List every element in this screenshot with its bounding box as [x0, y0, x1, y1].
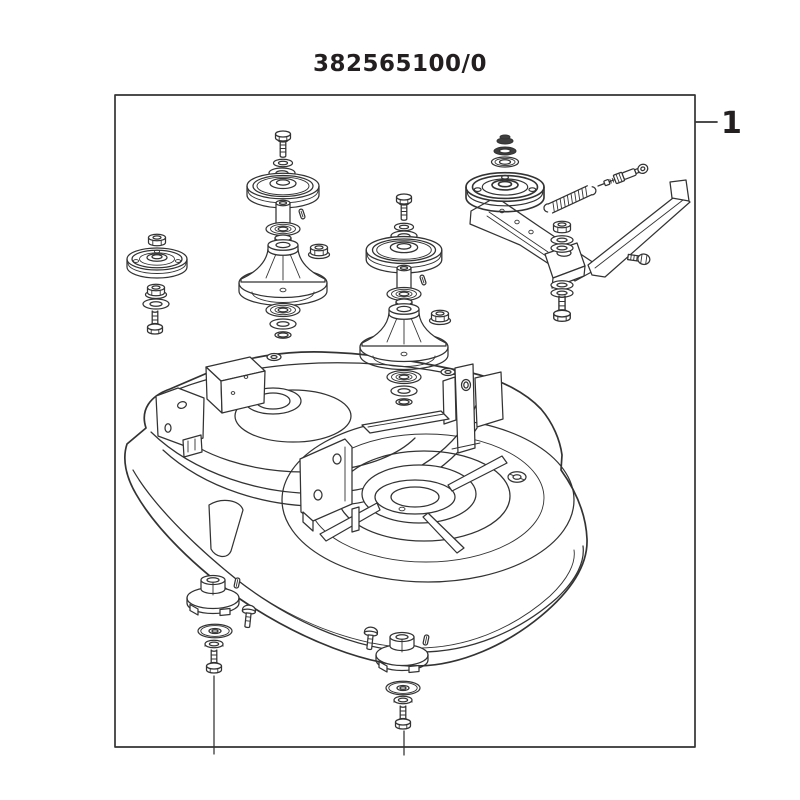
bearing [490, 156, 520, 168]
deck-shell [124, 351, 588, 667]
deck-screw [266, 352, 282, 362]
washer [550, 235, 574, 245]
caster-bracket-assembly-left [186, 574, 257, 755]
flat-idler-pulley [126, 247, 188, 279]
washer [142, 298, 170, 310]
deck-box-bracket [205, 356, 266, 414]
washer [393, 222, 415, 232]
belt-guard-bracket [587, 179, 691, 278]
deck-post [351, 506, 360, 533]
idler-arm-assembly [465, 134, 691, 322]
hex-bolt [395, 193, 413, 221]
shaft-key [297, 208, 307, 220]
page-title: 382565100/0 [313, 51, 487, 77]
hex-bolt [146, 310, 164, 335]
washer [269, 318, 297, 330]
bearing [386, 369, 422, 385]
washer [550, 288, 574, 298]
hex-bolt [274, 130, 292, 158]
hex-bolt [205, 649, 223, 674]
hex-nut [552, 220, 572, 234]
callout-1: 1 [721, 106, 742, 141]
washer [390, 385, 418, 397]
figure-frame [114, 94, 696, 748]
flange-nut [430, 310, 451, 324]
idler-pulley-assembly-left [126, 233, 188, 335]
deck-back-rim [157, 362, 471, 399]
retaining-ring [274, 331, 292, 339]
caster-bracket-assembly-center [362, 625, 430, 756]
retaining-ring [395, 398, 413, 406]
carriage-bolt [240, 603, 257, 629]
cable-adjuster [597, 163, 649, 187]
deck-screw [507, 471, 527, 483]
washer [550, 243, 574, 253]
hex-bolt [394, 705, 412, 730]
flanged-washer [197, 623, 233, 639]
deck-screw [440, 367, 456, 377]
deck-cutout [208, 499, 244, 558]
hex-bolt [553, 295, 571, 322]
washer [550, 280, 574, 290]
flat-idler-pulley [465, 171, 545, 213]
spindle-assembly-center [359, 193, 451, 406]
hex-bolt [627, 253, 651, 266]
deck-dome-left-plateau [234, 389, 352, 443]
washer [272, 158, 294, 168]
deck-spoke [319, 502, 381, 542]
bearing [265, 302, 301, 318]
deck-spoke [422, 512, 465, 554]
deck-spoke [447, 455, 508, 492]
shaft-key [418, 274, 428, 286]
lock-washer [393, 695, 413, 705]
bearing [265, 221, 301, 237]
seal-cap [496, 134, 514, 145]
deck-bracket-left [155, 387, 205, 458]
extension-spring [543, 185, 597, 214]
deck-bracket-right [442, 363, 504, 454]
flanged-washer [385, 680, 421, 696]
hex-nut [147, 233, 167, 247]
lock-washer [204, 639, 224, 649]
seal-ring [493, 146, 517, 156]
deck-bracket-center [299, 438, 353, 532]
flange-nut [309, 244, 330, 258]
flange-nut [146, 284, 167, 298]
spindle-assembly-left [238, 130, 330, 339]
